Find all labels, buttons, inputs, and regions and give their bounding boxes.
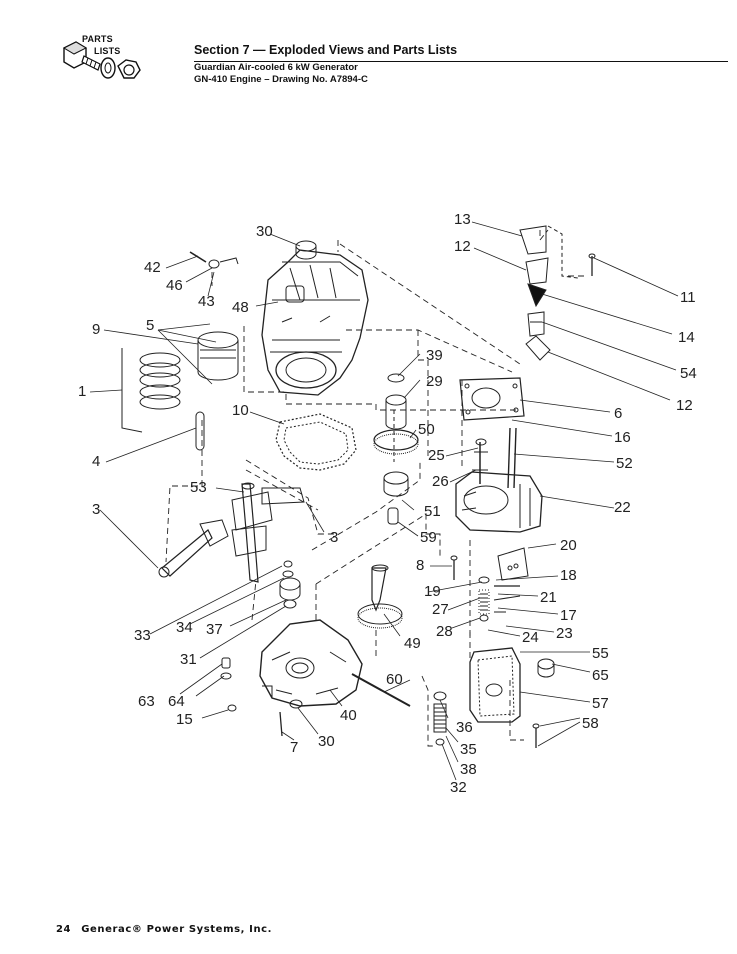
callout-18: 18 xyxy=(560,567,577,584)
callout-50: 50 xyxy=(418,421,435,438)
callout-33: 33 xyxy=(134,627,151,644)
callout-31: 31 xyxy=(180,651,197,668)
page-header: Section 7 — Exploded Views and Parts Lis… xyxy=(194,42,728,86)
callout-65: 65 xyxy=(592,667,609,684)
callout-20: 20 xyxy=(560,537,577,554)
callout-46: 46 xyxy=(166,277,183,294)
callout-11: 11 xyxy=(680,289,696,306)
callout-52: 52 xyxy=(616,455,633,472)
callout-9: 9 xyxy=(92,321,100,338)
subtitle-generator: Guardian Air-cooled 6 kW Generator xyxy=(194,62,358,73)
callout-27: 27 xyxy=(432,601,449,618)
callout-26: 26 xyxy=(432,473,449,490)
logo-line1: PARTS xyxy=(82,34,113,44)
callout-6: 6 xyxy=(614,405,622,422)
callout-48: 48 xyxy=(232,299,249,316)
callout-5: 5 xyxy=(146,317,154,334)
callout-21: 21 xyxy=(540,589,557,606)
callout-29: 29 xyxy=(426,373,443,390)
callout-30-top: 30 xyxy=(256,223,273,240)
callout-4: 4 xyxy=(92,453,100,470)
callout-28: 28 xyxy=(436,623,453,640)
callout-64: 64 xyxy=(168,693,185,710)
section-title: Section 7 — Exploded Views and Parts Lis… xyxy=(194,43,458,57)
callout-49: 49 xyxy=(404,635,421,652)
header-rule xyxy=(194,61,728,62)
callout-24: 24 xyxy=(522,629,539,646)
callout-8: 8 xyxy=(416,557,424,574)
callout-39: 39 xyxy=(426,347,443,364)
callout-1: 1 xyxy=(78,383,86,400)
callout-59: 59 xyxy=(420,529,437,546)
callout-37: 37 xyxy=(206,621,223,638)
callout-58: 58 xyxy=(582,715,599,732)
callout-30-bottom: 30 xyxy=(318,733,335,750)
callout-7: 7 xyxy=(290,739,298,756)
callout-3-left: 3 xyxy=(92,501,100,518)
callout-42: 42 xyxy=(144,259,161,276)
callout-12-lower: 12 xyxy=(676,397,693,414)
callout-17: 17 xyxy=(560,607,577,624)
logo-line2: LISTS xyxy=(94,46,121,56)
callout-12-top: 12 xyxy=(454,238,471,255)
callout-43: 43 xyxy=(198,293,215,310)
callout-51: 51 xyxy=(424,503,441,520)
page-number: 24 xyxy=(56,924,72,935)
callout-54: 54 xyxy=(680,365,697,382)
callout-34: 34 xyxy=(176,619,193,636)
callout-35: 35 xyxy=(460,741,477,758)
subtitle-drawing: GN-410 Engine – Drawing No. A7894-C xyxy=(194,74,368,85)
callout-63: 63 xyxy=(138,693,155,710)
callout-15: 15 xyxy=(176,711,193,728)
callout-57: 57 xyxy=(592,695,609,712)
parts-lists-logo: PARTS LISTS xyxy=(50,30,150,100)
callout-32: 32 xyxy=(450,779,467,796)
callout-22: 22 xyxy=(614,499,631,516)
callout-55: 55 xyxy=(592,645,609,662)
bolt-and-nut-icon xyxy=(62,41,141,79)
callout-10: 10 xyxy=(232,402,249,419)
callout-40: 40 xyxy=(340,707,357,724)
callout-53: 53 xyxy=(190,479,207,496)
callout-36: 36 xyxy=(456,719,473,736)
publisher-name: Generac® Power Systems, Inc. xyxy=(81,924,273,935)
callout-60: 60 xyxy=(386,671,403,688)
callout-19: 19 xyxy=(424,583,441,600)
callout-16: 16 xyxy=(614,429,631,446)
callout-3-center: 3 xyxy=(330,529,338,546)
callout-14: 14 xyxy=(678,329,695,346)
callout-13: 13 xyxy=(454,211,471,228)
callout-38: 38 xyxy=(460,761,477,778)
page-footer: 24 Generac® Power Systems, Inc. xyxy=(56,924,272,935)
callout-25: 25 xyxy=(428,447,445,464)
callout-23: 23 xyxy=(556,625,573,642)
